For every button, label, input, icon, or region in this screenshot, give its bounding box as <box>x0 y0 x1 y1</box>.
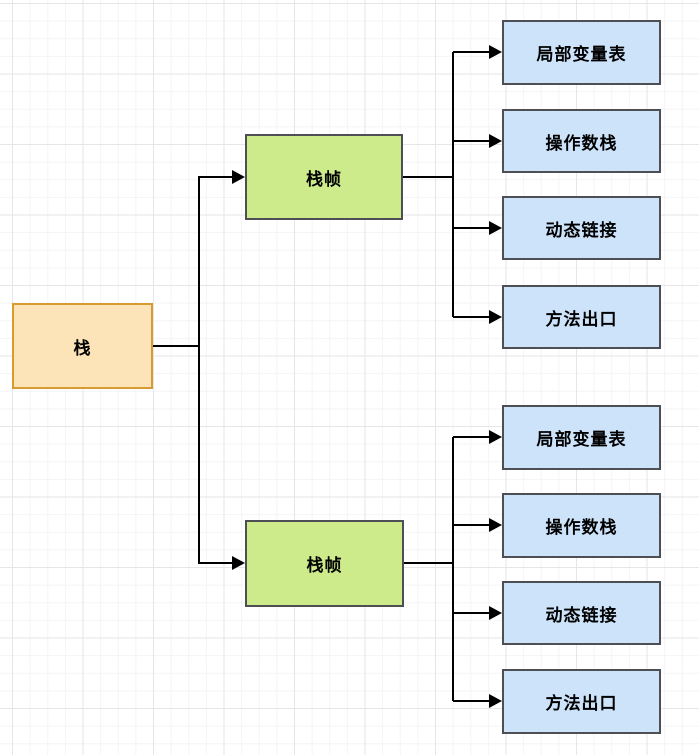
edge-frame-2-to-method-exit <box>453 694 502 708</box>
node-label: 局部变量表 <box>536 430 627 449</box>
arrowhead-icon <box>489 606 502 620</box>
edge-frame-1-stem <box>403 52 454 317</box>
arrowhead-icon <box>232 170 245 184</box>
node-label: 栈帧 <box>306 556 343 575</box>
arrowhead-icon <box>489 518 502 532</box>
edge-stack-to-frame-2 <box>198 346 245 570</box>
edge-line <box>153 176 233 347</box>
node-label: 局部变量表 <box>536 45 627 64</box>
arrowhead-icon <box>489 310 502 324</box>
arrowhead-icon <box>232 556 245 570</box>
node-label: 方法出口 <box>545 309 618 329</box>
arrowhead-icon <box>489 430 502 444</box>
node-label: 栈 <box>73 338 92 358</box>
arrowhead-icon <box>489 221 502 235</box>
arrowhead-icon <box>489 45 502 59</box>
edge-frame-1-to-operand-stack <box>453 134 502 148</box>
edge-frame-1-to-dynamic-linking <box>453 221 502 235</box>
node-label: 方法出口 <box>545 694 618 713</box>
node-local-variable-table-2[interactable]: 局部变量表 <box>502 405 661 470</box>
edge-stack-to-frame-1 <box>153 170 245 347</box>
edge-frame-1-to-method-exit <box>453 310 502 324</box>
node-local-variable-table-1[interactable]: 局部变量表 <box>502 20 661 85</box>
edge-frame-1-to-local-variable-table <box>453 45 502 59</box>
node-stack-frame-1[interactable]: 栈帧 <box>245 134 403 220</box>
node-stack[interactable]: 栈 <box>12 303 153 389</box>
edge-line <box>198 346 233 564</box>
node-dynamic-linking-2[interactable]: 动态链接 <box>502 581 661 645</box>
node-stack-frame-2[interactable]: 栈帧 <box>245 520 404 607</box>
edge-frame-2-to-operand-stack <box>453 518 502 532</box>
node-operand-stack-2[interactable]: 操作数栈 <box>502 493 661 558</box>
node-label: 动态链接 <box>545 605 618 625</box>
node-operand-stack-1[interactable]: 操作数栈 <box>502 109 661 173</box>
node-method-exit-2[interactable]: 方法出口 <box>502 669 661 734</box>
edge-frame-2-to-local-variable-table <box>453 430 502 444</box>
edge-frame-2-stem <box>404 437 454 701</box>
arrowhead-icon <box>489 134 502 148</box>
arrowhead-icon <box>489 694 502 708</box>
node-label: 操作数栈 <box>545 133 618 153</box>
node-dynamic-linking-1[interactable]: 动态链接 <box>502 196 661 260</box>
node-label: 操作数栈 <box>545 518 618 537</box>
node-label: 栈帧 <box>306 169 342 189</box>
node-method-exit-1[interactable]: 方法出口 <box>502 285 661 349</box>
edge-frame-2-to-dynamic-linking <box>453 606 502 620</box>
node-label: 动态链接 <box>545 220 618 240</box>
